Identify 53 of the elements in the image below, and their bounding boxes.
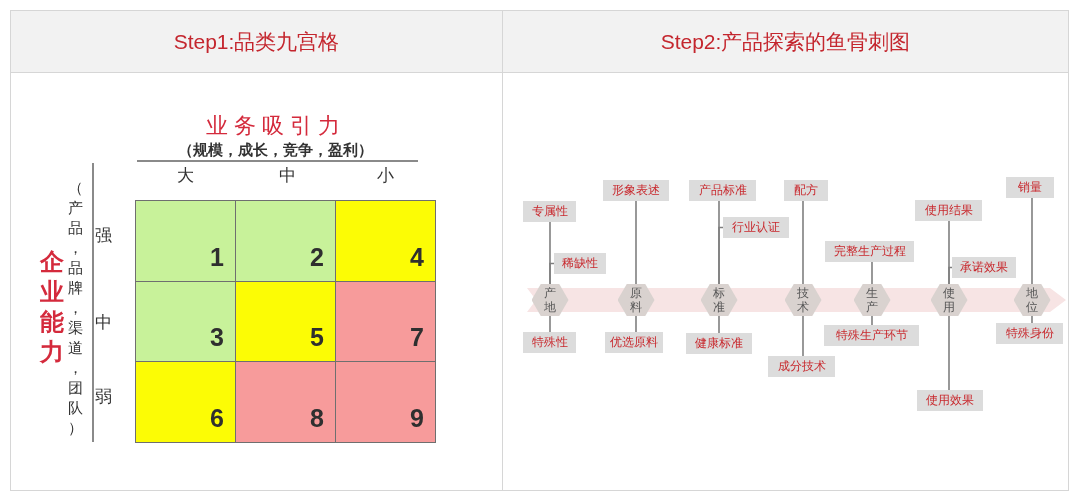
panel-header: Step2:产品探索的鱼骨刺图 — [503, 11, 1068, 73]
row-label: 中 — [94, 313, 112, 333]
factor-tag: 成分技术 — [768, 356, 835, 377]
matrix-cell: 2 — [235, 200, 336, 282]
factor-tag: 行业认证 — [723, 217, 789, 238]
connector-line — [718, 226, 724, 285]
connector-line — [948, 315, 950, 391]
connector-line — [1031, 315, 1033, 324]
connector-line — [802, 315, 804, 357]
connector-line — [635, 200, 637, 285]
factor-tag: 特殊性 — [523, 332, 576, 353]
connector-line — [549, 315, 551, 333]
factor-tag: 承诺效果 — [952, 257, 1016, 278]
matrix-cell: 1 — [135, 200, 236, 282]
factor-tag: 配方 — [784, 180, 828, 201]
factor-tag: 稀缺性 — [554, 253, 606, 274]
connector-line — [1031, 197, 1033, 285]
factor-tag: 健康标准 — [686, 333, 752, 354]
axis-title: 企业能力 — [40, 247, 64, 367]
matrix-cell: 3 — [135, 280, 236, 363]
matrix-cell: 5 — [235, 280, 336, 363]
matrix-cell: 7 — [335, 280, 436, 363]
matrix-cell: 9 — [335, 361, 436, 443]
axis-subtitle: （规模，成长，竞争，盈利） — [177, 141, 373, 159]
factor-tag: 特殊身份 — [996, 323, 1063, 344]
factor-tag: 优选原料 — [605, 332, 663, 353]
factor-tag: 专属性 — [523, 201, 576, 222]
matrix-cell: 8 — [235, 361, 336, 443]
row-label: 强 — [94, 226, 112, 246]
factor-tag: 形象表述 — [603, 180, 669, 201]
factor-tag: 特殊生产环节 — [824, 325, 919, 346]
column-label: 小 — [376, 166, 394, 186]
panel-header: Step1:品类九宫格 — [11, 11, 502, 73]
factor-tag: 销量 — [1006, 177, 1054, 198]
matrix-cell: 6 — [135, 361, 236, 443]
connector-line — [635, 315, 637, 333]
axis-subtitle: （产品，品牌，渠道，团队） — [67, 178, 83, 438]
connector-line — [948, 266, 953, 285]
matrix-cell: 4 — [335, 200, 436, 282]
factor-tag: 产品标准 — [689, 180, 756, 201]
column-label: 中 — [278, 166, 296, 186]
axis-title: 业务吸引力 — [205, 113, 346, 139]
connector-line — [802, 200, 804, 285]
row-label: 弱 — [94, 387, 112, 407]
factor-tag: 使用结果 — [915, 200, 982, 221]
connector-line — [871, 315, 873, 326]
factor-tag: 使用效果 — [917, 390, 983, 411]
column-label: 大 — [176, 166, 194, 186]
connector-line — [871, 261, 873, 285]
panel — [10, 10, 503, 491]
connector-line — [549, 262, 555, 285]
connector-line — [718, 315, 720, 334]
factor-tag: 完整生产过程 — [825, 241, 914, 262]
